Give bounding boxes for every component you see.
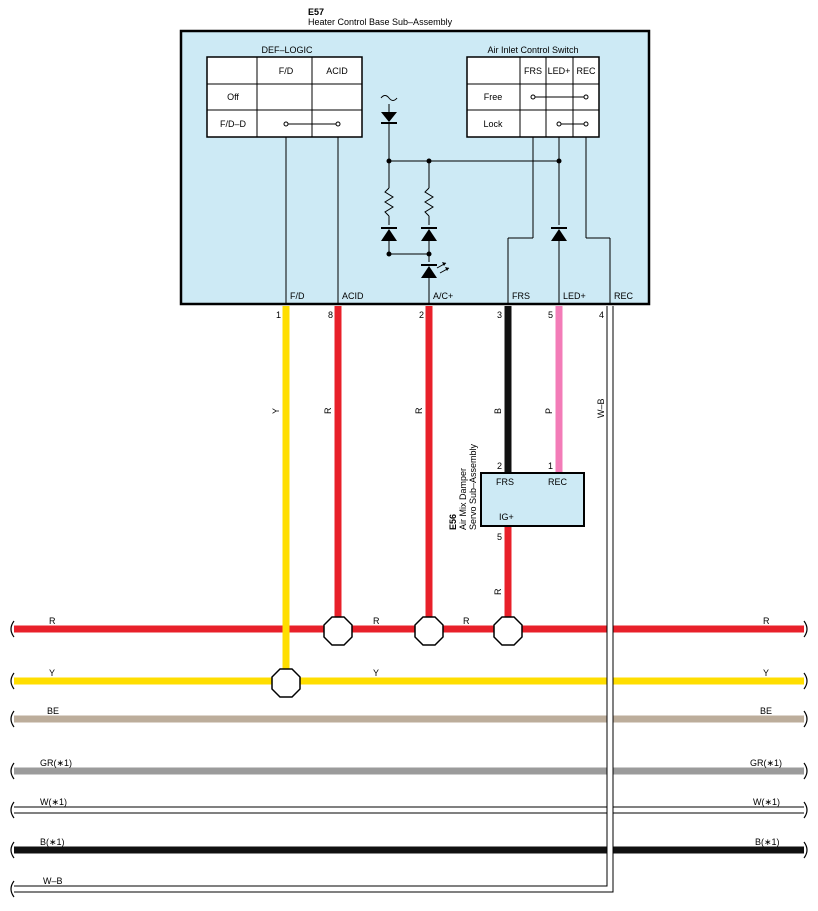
pin-8: 8: [328, 310, 333, 320]
terminal-acid: ACID: [342, 291, 364, 301]
bus-break-marks: [10, 620, 808, 898]
bus-label-w-right: W(∗1): [753, 797, 780, 807]
bus-label-y-left: Y: [49, 668, 55, 678]
bus-label-wb-left: W–B: [43, 876, 63, 886]
wire-label-y: Y: [271, 408, 281, 414]
terminal-fd: F/D: [290, 291, 305, 301]
wire-label-r3: R: [493, 588, 503, 595]
e56-line1: Air Mix Damper: [458, 468, 468, 530]
wire-label-p: P: [544, 408, 554, 414]
def-logic-title: DEF–LOGIC: [261, 45, 313, 55]
air-inlet-row-lock: Lock: [483, 119, 503, 129]
e56-ig: IG+: [499, 512, 514, 522]
bus-label-be-left: BE: [47, 706, 59, 716]
e57-code: E57: [308, 7, 324, 17]
bus-label-y-mid: Y: [373, 668, 379, 678]
wire-label-r2: R: [414, 407, 424, 414]
bus-label-b-left: B(∗1): [40, 837, 65, 847]
wire-label-wb: W–B: [596, 398, 606, 418]
bus-label-w-left: W(∗1): [40, 797, 67, 807]
bus-label-r-left: R: [49, 616, 56, 626]
vertical-wires: [14, 306, 614, 893]
terminal-ac: A/C+: [433, 291, 453, 301]
bus-label-gr-left: GR(∗1): [40, 758, 72, 768]
wire-label-r1: R: [323, 407, 333, 414]
terminal-frs: FRS: [512, 291, 530, 301]
e56-label-group: E56 Air Mix Damper Servo Sub–Assembly: [448, 443, 478, 530]
air-inlet-row-free: Free: [484, 92, 503, 102]
terminal-led: LED+: [563, 291, 586, 301]
e57-name: Heater Control Base Sub–Assembly: [308, 17, 453, 27]
e56-pin-1: 1: [548, 461, 553, 471]
air-inlet-title: Air Inlet Control Switch: [487, 45, 578, 55]
wire-label-b: B: [493, 408, 503, 414]
bus-label-y-right: Y: [763, 668, 769, 678]
e56-pin-2: 2: [497, 461, 502, 471]
air-inlet-col-led: LED+: [548, 66, 571, 76]
def-logic-col-acid: ACID: [326, 66, 348, 76]
def-logic-row-fdd: F/D–D: [220, 119, 247, 129]
pin-5: 5: [548, 310, 553, 320]
e56-line2: Servo Sub–Assembly: [468, 443, 478, 530]
junction-markers: [271, 616, 523, 698]
terminal-rec: REC: [614, 291, 634, 301]
bus-lines: [14, 625, 804, 893]
bus-label-r-right: R: [763, 616, 770, 626]
bus-label-r-mid1: R: [373, 616, 380, 626]
def-logic-table: [206, 56, 363, 138]
bus-label-gr-right: GR(∗1): [750, 758, 782, 768]
e56-frs: FRS: [496, 477, 514, 487]
air-inlet-col-frs: FRS: [524, 66, 542, 76]
air-inlet-col-rec: REC: [576, 66, 596, 76]
e57-internal-wiring: [285, 95, 611, 304]
air-inlet-table: [466, 56, 600, 138]
pin-3: 3: [497, 310, 502, 320]
def-logic-col-fd: F/D: [279, 66, 294, 76]
bus-label-be-right: BE: [760, 706, 772, 716]
pin-2: 2: [419, 310, 424, 320]
def-logic-row-off: Off: [227, 92, 239, 102]
bus-label-r-mid2: R: [463, 616, 470, 626]
pin-4: 4: [599, 310, 604, 320]
e56-rec: REC: [548, 477, 568, 487]
e56-panel: [480, 472, 585, 527]
e56-code: E56: [448, 514, 458, 530]
bus-label-b-right: B(∗1): [755, 837, 780, 847]
e57-components: [381, 112, 567, 278]
pin-1: 1: [276, 310, 281, 320]
e56-pin-5: 5: [497, 532, 502, 542]
